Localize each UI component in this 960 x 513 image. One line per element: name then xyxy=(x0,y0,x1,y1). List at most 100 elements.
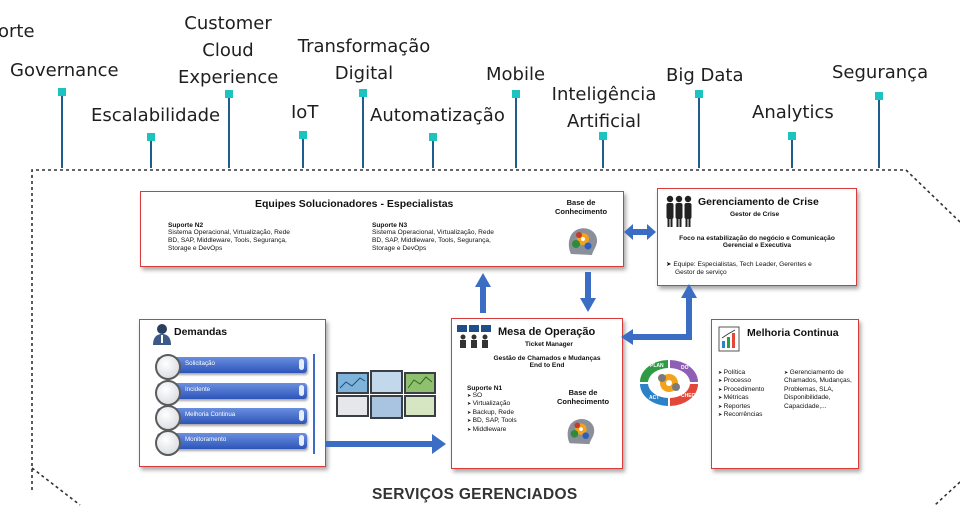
mesa-n1-item: Middleware xyxy=(467,426,517,434)
label-big-data: Big Data xyxy=(666,65,744,86)
equipes-n2-line2: BD, SAP, Middleware, Tools, Segurança, xyxy=(168,237,287,244)
label-customer-line3: Experience xyxy=(178,67,279,88)
label-transformacao: Transformação Digital xyxy=(296,33,432,87)
pdca-check-label: CHECK xyxy=(681,393,699,399)
pin-head-mobile xyxy=(512,90,520,98)
label-governance: Governance xyxy=(10,60,119,81)
label-mobile: Mobile xyxy=(486,64,546,85)
mesa-base-line1: Base de xyxy=(568,388,598,397)
demand-label-incidente: Incidente xyxy=(185,386,211,393)
demand-item-solicitacao[interactable]: Solicitação xyxy=(157,357,307,373)
pin-head-customer-cloud xyxy=(225,90,233,98)
label-transformacao-line2: Digital xyxy=(334,63,394,84)
label-seguranca: Segurança xyxy=(832,62,929,83)
arrow-mesa-up-shaft xyxy=(480,285,486,313)
demandas-box: Demandas Solicitação Incidente Melhoria … xyxy=(139,319,326,467)
label-inteligencia-line1: Inteligência xyxy=(551,84,657,105)
mesa-n1-title: Suporte N1 xyxy=(467,385,503,392)
pin-mobile xyxy=(515,95,517,168)
equipes-n2-title: Suporte N2 xyxy=(168,222,204,229)
demand-label-melhoria: Melhoria Continua xyxy=(185,411,236,418)
mesa-n1-item: Virtualização xyxy=(467,400,517,408)
demand-end-monitoramento xyxy=(299,435,304,446)
person-icon xyxy=(153,324,171,345)
demand-bullet-1 xyxy=(155,354,181,380)
pin-automatizacao xyxy=(432,137,434,168)
equipes-n3-line2: BD, SAP, Middleware, Tools, Segurança, xyxy=(372,237,491,244)
label-transformacao-line1: Transformação xyxy=(297,36,431,57)
arrow-equipes-crise xyxy=(624,224,656,240)
crise-team-text1: Equipe: Especialistas, Tech Leader, Gere… xyxy=(673,261,812,268)
equipes-base-line1: Base de xyxy=(566,198,596,207)
crise-box: Gerenciamento de Crise Gestor de Crise F… xyxy=(657,188,857,286)
label-automatizacao: Automatização xyxy=(370,105,505,126)
pin-governance xyxy=(61,92,63,168)
pin-head-analytics xyxy=(788,132,796,140)
arrow-mesa-crise-left-head xyxy=(621,329,633,345)
label-escalabilidade: Escalabilidade xyxy=(91,105,221,126)
label-iot: IoT xyxy=(291,102,319,123)
melhoria-col1-item: Métricas xyxy=(718,394,764,402)
pdca-cycle-icon xyxy=(640,360,698,406)
equipes-title: Equipes Solucionadores - Especialistas xyxy=(255,198,454,210)
demand-item-melhoria[interactable]: Melhoria Continua xyxy=(157,408,307,424)
demand-bullet-2 xyxy=(155,380,181,406)
operators-icon xyxy=(457,325,491,348)
demand-end-solicitacao xyxy=(299,359,304,370)
demand-label-solicitacao: Solicitação xyxy=(185,360,215,367)
label-customer-cloud: Customer Cloud Experience xyxy=(178,10,278,91)
melhoria-col1-item: Procedimento xyxy=(718,386,765,394)
mesa-gestao-line1: Gestão de Chamados e Mudanças xyxy=(493,355,601,362)
demandas-bracket xyxy=(313,354,315,454)
melhoria-col1: Política Processo Procedimento Métricas … xyxy=(718,369,765,419)
equipes-n2: Suporte N2 Sistema Operacional, Virtuali… xyxy=(168,222,290,253)
mesa-gestao: Gestão de Chamados e Mudanças End to End xyxy=(472,355,622,369)
arrow-demandas-mesa-shaft xyxy=(325,441,435,447)
crise-subtitle: Gestor de Crise xyxy=(730,211,780,218)
crise-focus: Foco na estabilização do negócio e Comun… xyxy=(664,235,850,249)
crise-team: ➤ Equipe: Especialistas, Tech Leader, Ge… xyxy=(666,261,812,277)
label-customer-line1: Customer xyxy=(184,13,272,34)
pdca-plan-label: PLAN xyxy=(650,363,664,369)
pin-transformacao xyxy=(362,94,364,168)
demand-item-monitoramento[interactable]: Monitoramento xyxy=(157,433,307,449)
mesa-n1-item: SO xyxy=(467,392,517,400)
melhoria-box: Melhoria Continua Política Processo Proc… xyxy=(711,319,859,469)
footer-title: SERVIÇOS GERENCIADOS xyxy=(372,486,578,503)
demand-end-melhoria xyxy=(299,410,304,421)
report-chart-icon xyxy=(718,326,740,352)
equipes-n3-title: Suporte N3 xyxy=(372,222,408,229)
demand-bullet-3 xyxy=(155,405,181,431)
melhoria-col1-item: Recorrências xyxy=(718,411,764,419)
equipes-box: Equipes Solucionadores - Especialistas S… xyxy=(140,191,624,267)
mesa-subtitle: Ticket Manager xyxy=(525,341,573,348)
arrow-demandas-mesa-head xyxy=(432,434,446,454)
mesa-n1: Suporte N1 SO Virtualização Backup, Rede… xyxy=(467,385,517,434)
melhoria-title: Melhoria Continua xyxy=(747,327,839,339)
arrow-mesa-crise-vertical xyxy=(686,296,692,340)
crise-team-line1: ➤ Equipe: Especialistas, Tech Leader, Ge… xyxy=(666,261,812,268)
label-customer-line2: Cloud xyxy=(202,40,254,61)
arrow-equipes-down-shaft xyxy=(585,272,591,300)
pin-head-iot xyxy=(299,131,307,139)
pin-customer-cloud xyxy=(228,95,230,168)
label-analytics: Analytics xyxy=(752,102,834,123)
mesa-base: Base de Conhecimento xyxy=(550,388,616,406)
equipes-base: Base de Conhecimento xyxy=(546,198,616,216)
arrow-equipes-down-head xyxy=(580,298,596,312)
crise-focus-line2: Gerencial e Executiva xyxy=(722,242,792,249)
pin-inteligencia xyxy=(602,136,604,168)
equipes-n2-line1: Sistema Operacional, Virtualização, Rede xyxy=(168,229,290,236)
mesa-box: Mesa de Operação Ticket Manager Gestão d… xyxy=(451,318,623,469)
arrow-mesa-crise-up-head xyxy=(681,284,697,298)
pin-head-transformacao xyxy=(359,89,367,97)
pin-escalabilidade xyxy=(150,137,152,168)
label-suporte: orte xyxy=(0,21,35,42)
equipes-n3-line3: Storage e DevOps xyxy=(372,245,427,252)
mesa-n1-item: BD, SAP, Tools xyxy=(467,417,517,425)
equipes-n3: Suporte N3 Sistema Operacional, Virtuali… xyxy=(372,222,494,253)
pdca-do-label: DO xyxy=(681,365,689,371)
mesa-n1-item: Backup, Rede xyxy=(467,409,517,417)
demand-item-incidente[interactable]: Incidente xyxy=(157,383,307,399)
demand-label-monitoramento: Monitoramento xyxy=(185,436,227,443)
